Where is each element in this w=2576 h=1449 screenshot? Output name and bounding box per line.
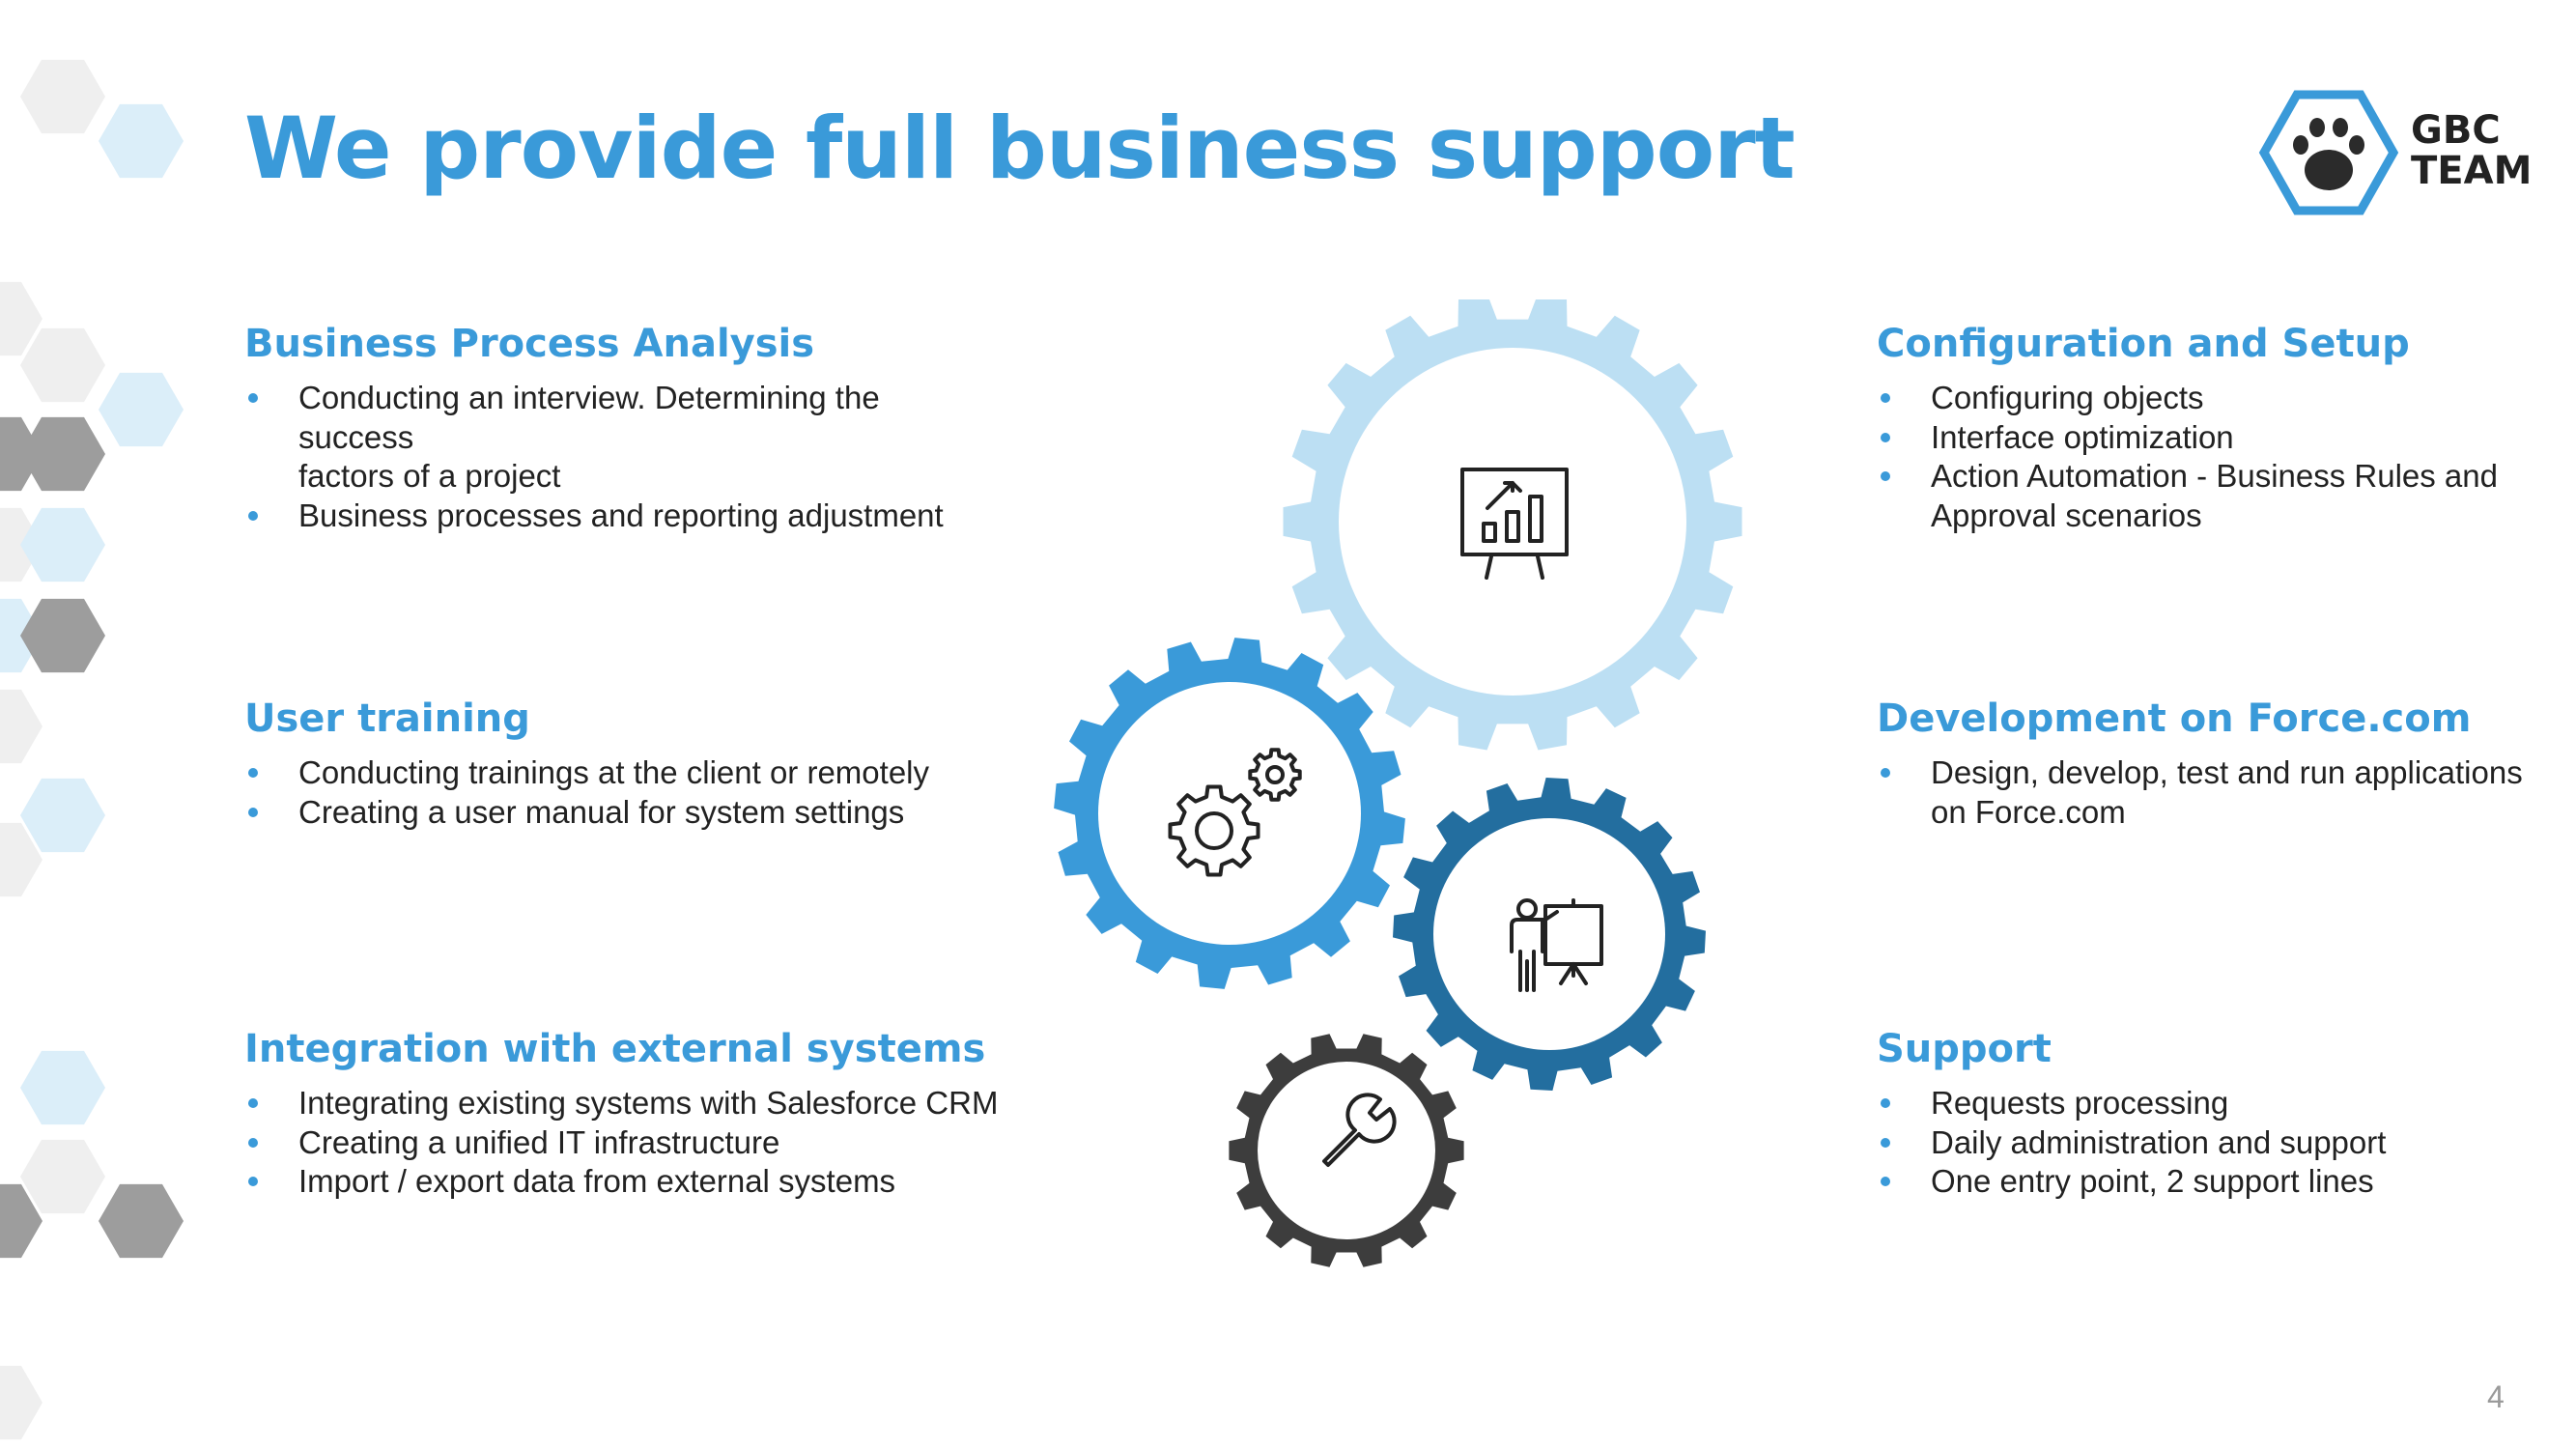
page-number: 4 [2487,1379,2505,1414]
hexagon-shape [20,1139,105,1214]
list-item: Business processes and reporting adjustm… [244,497,978,536]
hexagon-shape [20,778,105,853]
hexagon-shape [0,822,42,897]
section-title: Development on Force.com [1877,696,2472,741]
gear-analytics [1283,299,1742,751]
hexagon-pattern [0,59,184,1440]
hexagon-shape [20,416,105,492]
section-title: User training [244,696,530,741]
hexagon-shape [0,281,42,356]
section-title: Configuration and Setup [1877,322,2410,366]
section-business-process-analysis: Business Process Analysis Conducting an … [244,321,978,535]
list-item: One entry point, 2 support lines [1877,1162,2553,1202]
hexagon-shape [99,372,184,447]
gear-cluster [1054,299,1742,1267]
gear-training [1393,778,1706,1091]
section-title: Integration with external systems [244,1027,986,1071]
page-title: We provide full business support [244,99,1796,198]
hexagon-shape [20,327,105,403]
hexagon-shape [20,507,105,582]
hexagon-shape [20,598,105,673]
hexagon-shape [0,689,42,764]
hexagon-shape [0,1183,42,1259]
gear-settings [1054,638,1405,989]
list-item: Import / export data from external syste… [244,1162,1114,1202]
company-logo: GBC TEAM [2258,89,2538,216]
logo-text-line1: GBC [2411,108,2501,153]
section-user-training: User training Conducting trainings at th… [244,696,978,832]
section-support: Support Requests processing Daily admini… [1877,1026,2553,1202]
hexagon-shape [20,59,105,134]
section-title: Business Process Analysis [244,322,815,366]
list-item: Design, develop, test and run applicatio… [1877,753,2553,832]
hexagon-shape [99,1183,184,1259]
list-item: Interface optimization [1877,418,2553,458]
section-development: Development on Force.com Design, develop… [1877,696,2553,832]
list-item: Configuring objects [1877,379,2553,418]
list-item: Conducting trainings at the client or re… [244,753,978,793]
hexagon-shape [99,103,184,179]
list-item: Requests processing [1877,1084,2553,1123]
presenter-icon [1510,898,1603,992]
list-item: Daily administration and support [1877,1123,2553,1163]
section-title: Support [1877,1027,2052,1071]
list-item: Action Automation - Business Rules and A… [1877,457,2553,535]
paw-icon [2258,90,2399,215]
cogs-icon [1168,748,1302,877]
section-configuration: Configuration and Setup Configuring obje… [1877,321,2553,535]
hexagon-shape [20,1050,105,1125]
section-integration: Integration with external systems Integr… [244,1026,1114,1202]
logo-text-line2: TEAM [2411,149,2533,193]
wrench-icon [1322,1093,1397,1167]
list-item: Creating a user manual for system settin… [244,793,978,833]
list-item: Creating a unified IT infrastructure [244,1123,1114,1163]
hexagon-shape [0,1365,42,1440]
presentation-chart-icon [1460,468,1569,580]
gear-support [1229,1034,1464,1267]
list-item: Integrating existing systems with Salesf… [244,1084,1114,1123]
list-item: Conducting an interview. Determining the… [244,379,978,497]
